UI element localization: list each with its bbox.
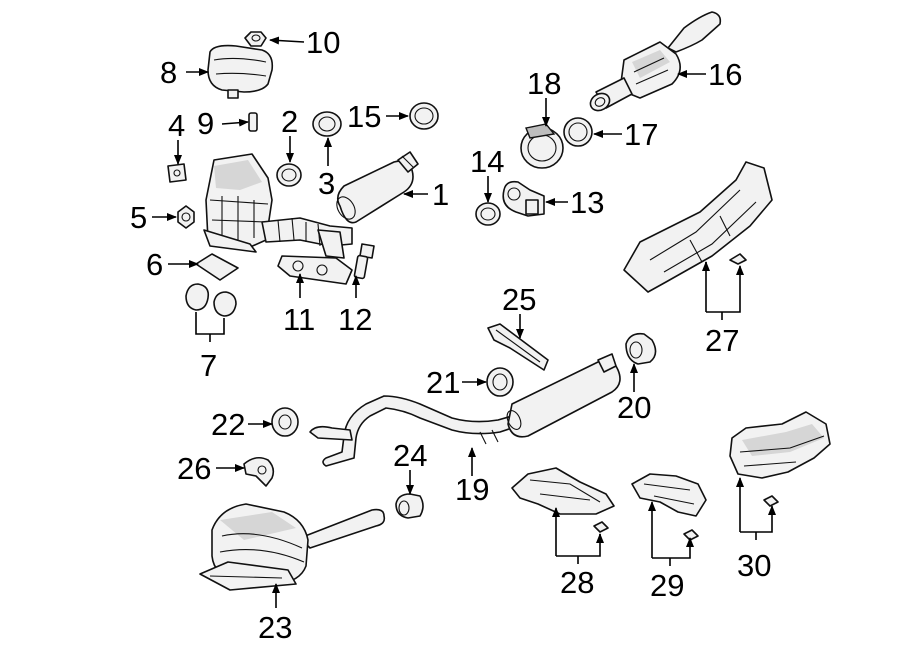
callout-13: 13 <box>570 185 604 220</box>
part-26-bracket <box>243 456 275 487</box>
part-15-gasket <box>409 102 439 130</box>
callout-30: 30 <box>737 548 771 583</box>
part-17-gasket <box>563 117 593 147</box>
callout-5: 5 <box>130 200 147 235</box>
part-25-bracket <box>487 323 549 371</box>
part-30-heat-shield <box>729 411 831 507</box>
part-18-clamp <box>520 123 564 169</box>
catalytic-converter-manifold <box>203 153 353 253</box>
part-9-stud <box>248 112 258 132</box>
callout-21: 21 <box>426 365 460 400</box>
callout-9: 9 <box>197 106 214 141</box>
callout-26: 26 <box>177 451 211 486</box>
callout-1: 1 <box>432 177 449 212</box>
callout-3: 3 <box>318 166 335 201</box>
callout-17: 17 <box>624 117 658 152</box>
callout-6: 6 <box>146 247 163 282</box>
part-11-bracket <box>277 229 353 285</box>
leader-lines <box>152 36 776 608</box>
part-1-converter <box>336 151 419 224</box>
part-22-hanger <box>271 407 299 437</box>
callout-11: 11 <box>283 302 315 337</box>
callout-28: 28 <box>560 565 594 600</box>
callout-8: 8 <box>160 55 177 90</box>
callout-14: 14 <box>470 144 504 179</box>
part-12-bolt <box>353 243 375 280</box>
part-6-shield <box>195 253 239 281</box>
callout-19: 19 <box>455 472 489 507</box>
part-13-bracket <box>502 180 545 217</box>
callout-12: 12 <box>338 302 372 337</box>
callout-numbers: 10 8 9 4 2 3 15 1 5 6 11 12 7 16 18 17 1… <box>130 25 771 645</box>
part-24-clamp <box>395 493 424 519</box>
part-20-clamp <box>625 332 657 365</box>
part-28-heat-shield <box>511 467 615 533</box>
part-7-hangers <box>185 283 237 317</box>
callout-22: 22 <box>211 407 245 442</box>
callout-23: 23 <box>258 610 292 645</box>
callout-7: 7 <box>200 348 217 383</box>
callout-2: 2 <box>281 104 298 139</box>
callout-18: 18 <box>527 66 561 101</box>
callout-25: 25 <box>502 282 536 317</box>
callout-27: 27 <box>705 323 739 358</box>
part-10-nut <box>244 31 267 47</box>
part-16-front-pipe <box>589 11 722 112</box>
part-27-heat-shield <box>623 161 773 293</box>
part-14-clamp <box>475 202 501 226</box>
callout-24: 24 <box>393 438 427 473</box>
callout-15: 15 <box>347 99 381 134</box>
part-4-clip <box>167 163 187 183</box>
part-19-resonator-pipe <box>309 353 621 467</box>
callout-20: 20 <box>617 390 651 425</box>
callout-10: 10 <box>306 25 340 60</box>
part-3-clamp <box>312 111 342 137</box>
part-8-cover <box>207 44 274 99</box>
callout-29: 29 <box>650 568 684 603</box>
part-29-heat-shield <box>631 473 707 541</box>
part-2-gasket <box>276 163 302 187</box>
callout-4: 4 <box>168 108 185 143</box>
part-5-nut <box>177 205 195 229</box>
callout-16: 16 <box>708 57 742 92</box>
part-21-hanger <box>486 367 514 397</box>
part-23-muffler <box>199 503 386 591</box>
